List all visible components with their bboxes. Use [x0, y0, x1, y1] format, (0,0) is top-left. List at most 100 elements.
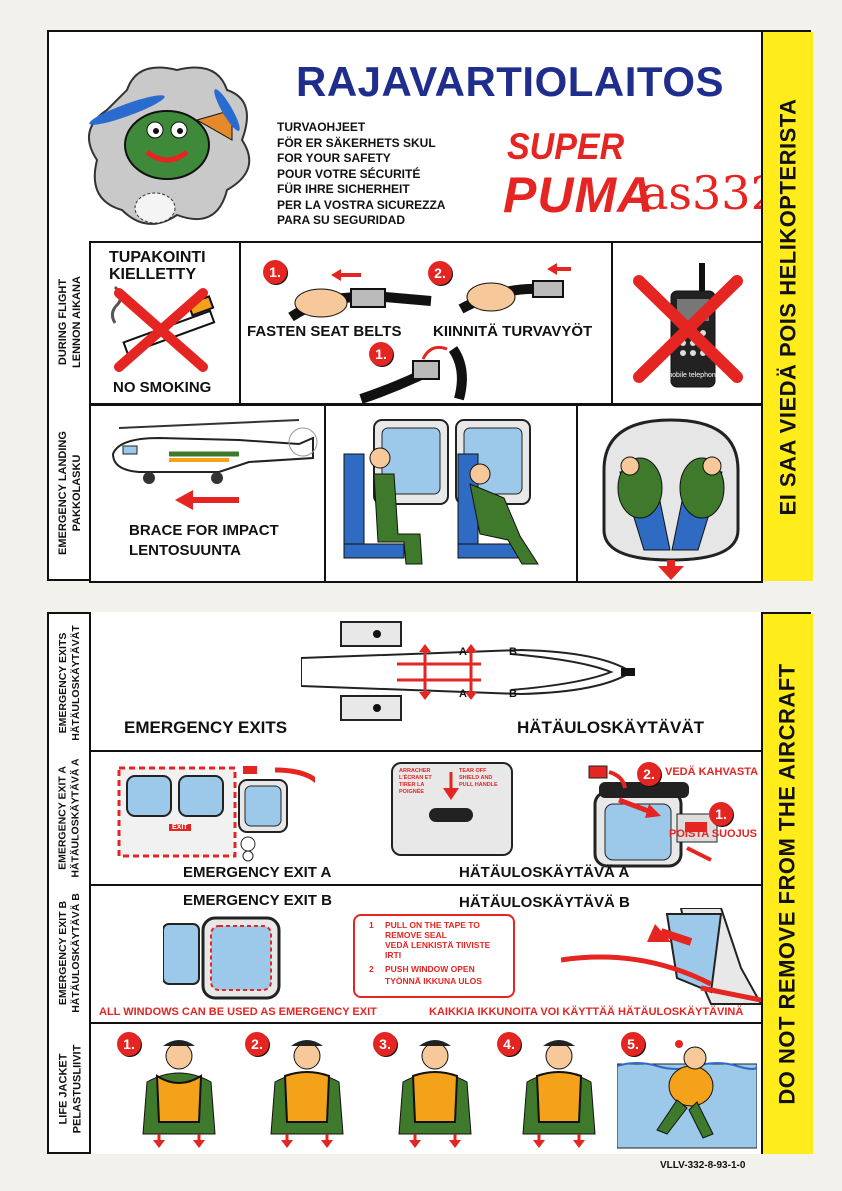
row-label-flight: DURING FLIGHT LENNON AIKANA — [49, 241, 91, 403]
fasten-belts-fi: KIINNITÄ TURVAVYÖT — [433, 323, 593, 340]
emergency-exits-label-fi: HÄTÄULOSKÄYTÄVÄT — [517, 718, 704, 737]
brace-caption-fi: LENTOSUUNTA — [129, 542, 241, 559]
exit-a-window-illustration — [117, 766, 315, 862]
instruction-1-en: PULL ON THE TAPE TO REMOVE SEAL — [385, 920, 480, 940]
exit-sign: EXIT — [169, 824, 191, 831]
all-windows-label-en: ALL WINDOWS CAN BE USED AS EMERGENCY EXI… — [99, 1006, 377, 1018]
safety-lines: TURVAOHJEET FÖR ER SÄKERHETS SKUL FOR YO… — [277, 120, 445, 229]
seat-belts-panel: 1. 2. 1. FASTEN SEAT BELTS KIINNITÄ TURV… — [239, 241, 613, 405]
person-in-water-illustration — [617, 1040, 757, 1149]
brace-panel: BRACE FOR IMPACT LENTOSUUNTA — [89, 404, 326, 583]
mascot-illustration — [67, 50, 267, 250]
instruction-number: 2 — [369, 964, 374, 974]
step-badge: 1. — [263, 260, 287, 284]
row-label-life-jacket: LIFE JACKET PELASTUSLIIVIT — [49, 1024, 91, 1154]
step-badge: 3. — [373, 1032, 397, 1056]
pull-handle-label: VEDÄ KAHVASTA — [665, 766, 759, 778]
belt-release-illustration — [359, 345, 467, 403]
arrow-down-icon — [443, 772, 459, 800]
top-card: RAJAVARTIOLAITOS TURVAOHJEET FÖR ER SÄKE… — [47, 30, 813, 583]
remove-warning-text: DO NOT REMOVE FROM THE AIRCRAFT — [775, 663, 801, 1105]
exit-marker-b: B — [509, 688, 517, 700]
step-badge: 2. — [637, 762, 661, 786]
plate-left-text: ARRACHER L'ÉCRAN ET TIRER LA POIGNÉE — [399, 768, 432, 795]
fasten-belts-en: FASTEN SEAT BELTS — [247, 323, 402, 340]
life-jacket-step: 1. — [109, 1028, 229, 1152]
safety-line: PER LA VOSTRA SICUREZZA — [277, 197, 446, 212]
row-label-en: EMERGENCY EXIT B — [57, 900, 69, 1006]
life-jacket-panel: 1. 2. 3. 4. 5. — [89, 1022, 763, 1154]
row-label-en: LIFE JACKET — [57, 1053, 69, 1125]
row-label-en: DURING FLIGHT — [57, 278, 69, 366]
exit-b-instructions: 1 PULL ON THE TAPE TO REMOVE SEAL VEDÄ L… — [353, 914, 515, 998]
remove-cover-label: POISTA SUOJUS — [669, 828, 758, 840]
exit-b-panel: EMERGENCY EXIT B HÄTÄULOSKÄYTÄVÄ B 1 PUL… — [89, 884, 763, 1024]
safety-line: POUR VOTRE SÉCURITÉ — [277, 166, 421, 181]
brace-position-panel — [324, 404, 578, 583]
row-label-fi: HÄTÄULOSKÄYTÄVÄ A — [70, 758, 83, 878]
cabin-front-view-illustration — [602, 418, 740, 580]
phone-label: mobile telephone — [666, 372, 719, 379]
step-badge: 4. — [497, 1032, 521, 1056]
exit-a-panel: EXIT ARRACHER L'ÉCRAN ET TIRER LA POIGNÉ… — [89, 750, 763, 886]
row-label-en: EMERGENCY EXIT A — [57, 766, 70, 870]
remove-warning-text: EI SAA VIEDÄ POIS HELIKOPTERISTA — [775, 98, 801, 515]
footer-code: VLLV-332-8-93-1-0 — [660, 1160, 746, 1171]
row-label-exit-b: EMERGENCY EXIT B HÄTÄULOSKÄYTÄVÄ B — [49, 884, 91, 1022]
safety-line: FÖR ER SÄKERHETS SKUL — [277, 135, 436, 150]
no-smoking-panel: TUPAKOINTI KIELLETTY NO SMOKING — [89, 241, 241, 405]
all-windows-label-fi: KAIKKIA IKKUNOITA VOI KÄYTTÄÄ HÄTÄULOSKÄ… — [429, 1006, 744, 1018]
exit-b-window-illustration — [163, 916, 281, 1000]
exit-marker-a: A — [459, 646, 467, 658]
helicopter-illustration — [111, 419, 318, 484]
no-phone-panel: mobile telephone — [611, 241, 763, 405]
life-jacket-illustration — [398, 1040, 472, 1148]
life-jacket-illustration — [522, 1040, 596, 1148]
exit-marker-a: A — [459, 688, 467, 700]
life-jacket-step: 2. — [237, 1028, 357, 1152]
row-label-fi: PAKKOLASKU — [71, 454, 83, 532]
step-badge: 1. — [117, 1032, 141, 1056]
cigarette-crossed-icon — [110, 285, 216, 372]
instruction-2-fi: TYÖNNÄ IKKUNA ULOS — [385, 976, 482, 986]
logo-model-text: as332 — [641, 166, 780, 220]
exit-a-open-illustration — [588, 765, 718, 868]
page-title: RAJAVARTIOLAITOS — [295, 58, 725, 105]
belt-buckle-illustration — [288, 263, 571, 322]
safety-line: TURVAOHJEET — [277, 120, 366, 134]
row-label-landing: EMERGENCY LANDING PAKKOLASKU — [49, 404, 91, 582]
logo-super-text: SUPER — [507, 126, 625, 168]
brace-caption-en: BRACE FOR IMPACT — [129, 522, 279, 539]
exit-a-caption-en: EMERGENCY EXIT A — [183, 864, 332, 881]
safety-line: FOR YOUR SAFETY — [277, 151, 391, 165]
mobile-phone-crossed-icon: mobile telephone — [633, 263, 743, 388]
brace-position-illustration — [343, 419, 539, 565]
emergency-exits-label-en: EMERGENCY EXITS — [124, 718, 288, 737]
row-label-fi: LENNON AIKANA — [71, 276, 83, 368]
step-badge: 2. — [245, 1032, 269, 1056]
life-jacket-step: 5. — [613, 1028, 759, 1152]
seats-front-panel — [576, 404, 763, 583]
plate-right-text: TEAR OFF SHIELD AND PULL HANDLE — [459, 768, 498, 788]
step-badge: 2. — [428, 261, 452, 285]
exit-handle — [429, 808, 473, 822]
exit-b-caption-fi: HÄTÄULOSKÄYTÄVÄ B — [459, 894, 630, 911]
exits-overview-panel: A B A B EMERGENCY EXITS HÄTÄULOSKÄYTÄVÄT — [89, 612, 763, 752]
logo-puma-text: PUMA — [503, 167, 655, 223]
step-badge: 1. — [369, 342, 393, 366]
step-badge: 1. — [709, 802, 733, 826]
remove-warning-banner-top: EI SAA VIEDÄ POIS HELIKOPTERISTA — [761, 32, 813, 581]
step-badge: 5. — [621, 1032, 645, 1056]
row-label-en: EMERGENCY LANDING — [57, 431, 69, 555]
instruction-2-en: PUSH WINDOW OPEN — [385, 964, 475, 974]
life-jacket-step: 3. — [365, 1028, 485, 1152]
remove-warning-banner-bottom: DO NOT REMOVE FROM THE AIRCRAFT — [761, 614, 813, 1154]
no-smoking-title: TUPAKOINTI KIELLETTY — [109, 249, 206, 283]
super-puma-logo: SUPER PUMA as332 — [499, 126, 780, 228]
instruction-number: 1 — [369, 920, 374, 930]
row-label-exit-a: EMERGENCY EXIT A HÄTÄULOSKÄYTÄVÄ A — [49, 752, 91, 884]
row-label-exits: EMERGENCY EXITS HÄTÄULOSKÄYTÄVÄT — [49, 614, 91, 752]
safety-line: PARA SU SEGURIDAD — [277, 213, 406, 227]
exit-marker-b: B — [509, 646, 517, 658]
arrow-left-icon — [175, 490, 239, 510]
